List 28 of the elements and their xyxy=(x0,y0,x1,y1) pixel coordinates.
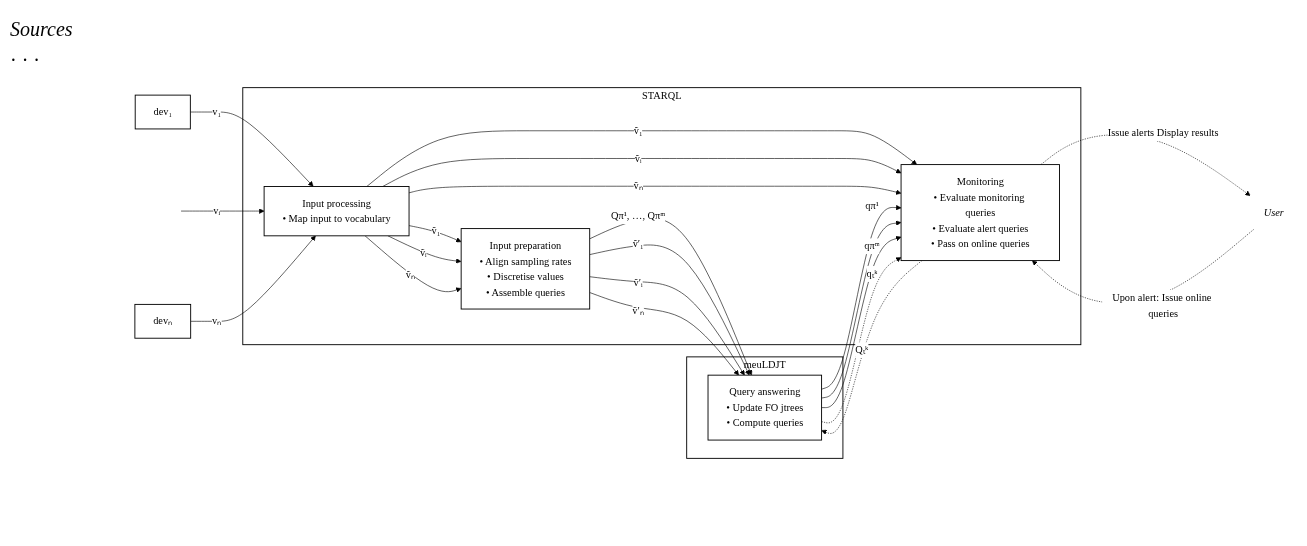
edge-label: qπ¹ xyxy=(865,200,879,212)
edge-label: ṽᵢ xyxy=(419,246,427,259)
edge-label: vₙ xyxy=(212,315,222,327)
edge-label: vᵢ xyxy=(213,205,221,217)
edge-label: v₁ xyxy=(212,106,222,118)
edge-label: ṽ′₁ xyxy=(632,237,644,250)
edge-label: qπᵐ xyxy=(864,240,880,252)
edge-label: ṽ′ᵢ xyxy=(633,276,643,289)
section-heading: Sources xyxy=(10,18,74,41)
node-box: Query answering • Update FO jtrees • Compute queries xyxy=(707,374,823,441)
edge-label: ṽ₁ xyxy=(633,124,643,137)
node-box: Input processing • Map input to vocabulary xyxy=(263,186,410,237)
node-box: Monitoring • Evaluate monitoring queries • Evaluate alert queries • Pass on online queries xyxy=(900,164,1060,262)
edge-label: Qₜᵏ xyxy=(855,344,869,356)
edge-label: qₜᵏ xyxy=(866,267,878,280)
node-box: Input preparation • Align sampling rates • Discretise values • Assemble queries xyxy=(460,228,591,310)
edge-label: ṽₙ xyxy=(633,180,643,192)
node-text: User xyxy=(1263,206,1284,219)
edge-label: Issue alerts Display results xyxy=(1107,127,1219,139)
edge-label: ṽ′ₙ xyxy=(632,304,645,317)
node-box: dev₁ xyxy=(134,94,191,130)
edge-label: ṽ₁ xyxy=(431,225,441,237)
edge-label: ṽₙ xyxy=(405,269,416,281)
edge-label: Upon alert: Issue online queries xyxy=(1112,291,1212,319)
node-box: devₙ xyxy=(134,303,192,339)
edge-label: Qπ¹, …, Qπᵐ xyxy=(611,210,666,222)
edge-label: ṽᵢ xyxy=(634,152,642,165)
ellipsis-text: · · · xyxy=(10,49,41,72)
